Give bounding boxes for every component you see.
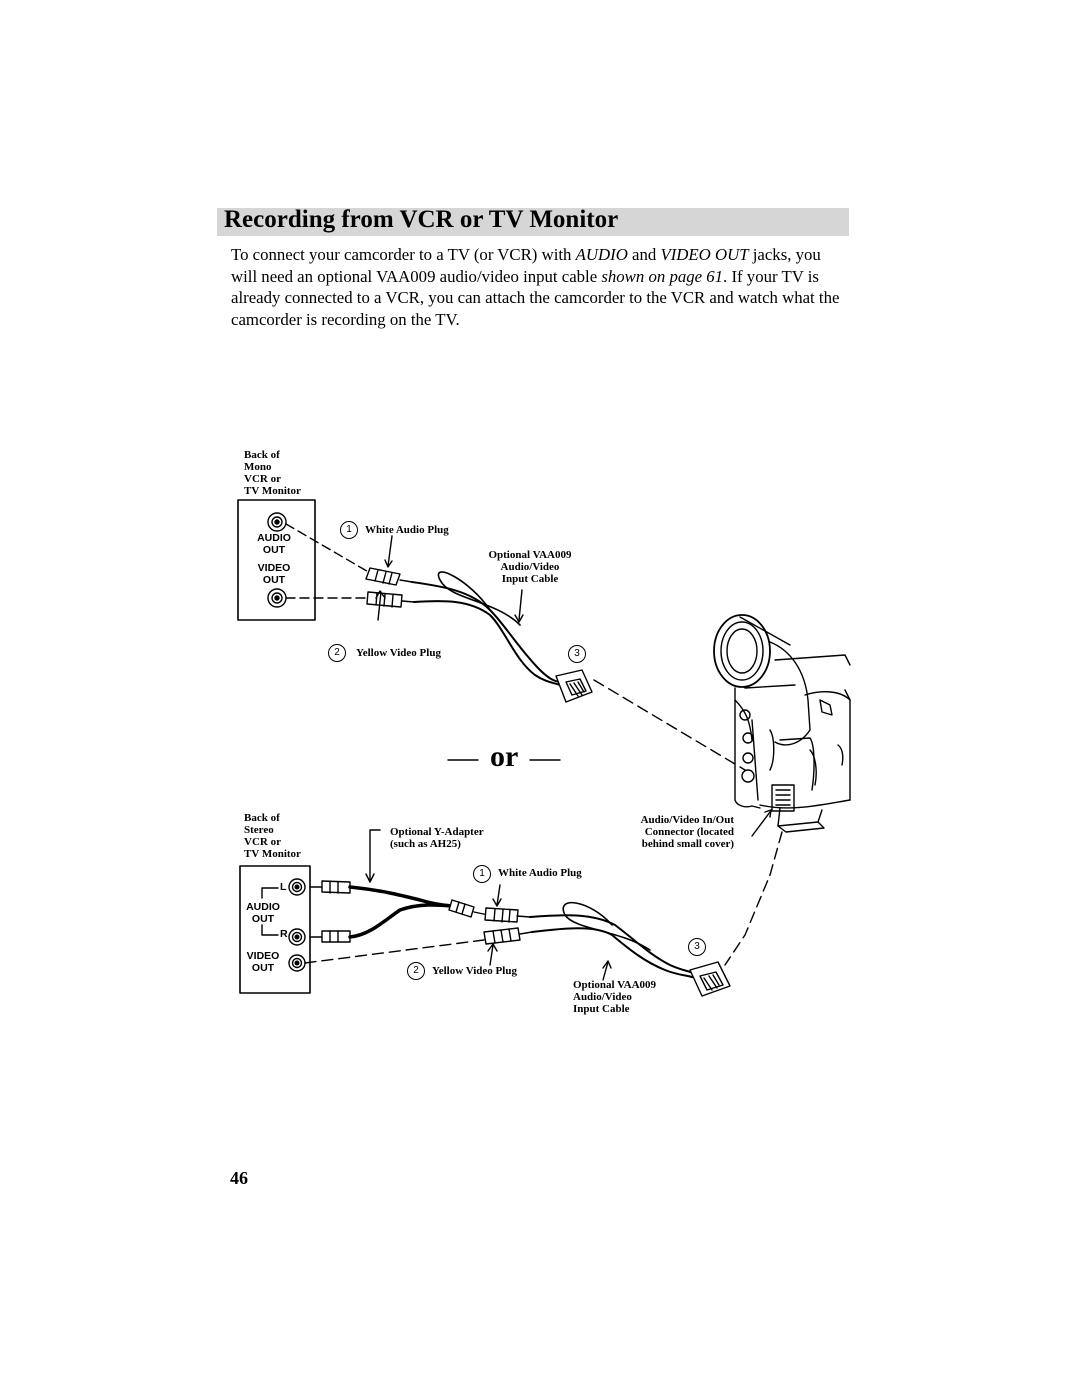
intro-video-out: VIDEO OUT [660,245,749,264]
intro-shown-on-page: shown on page 61 [601,266,724,286]
or-separator: or [490,740,519,773]
stereo-connector [689,961,731,997]
stereo-video-jack [288,954,306,972]
mono-white-plug [365,567,413,586]
intro-text-2: and [627,245,661,264]
stereo-white-plug-label: White Audio Plug [498,867,582,879]
mono-panel [237,499,316,621]
stereo-panel [239,865,311,994]
mono-audio-jack [267,512,287,532]
mono-white-plug-number: 1 [340,521,358,539]
stereo-white-plug-number: 1 [473,865,491,883]
page-title: Recording from VCR or TV Monitor [224,206,619,233]
title-bar [217,208,849,236]
stereo-l-label: L [280,881,287,893]
y-adapter [309,880,489,943]
stereo-r-label: R [280,928,288,940]
intro-text-1: To connect your camcorder to a TV (or VC… [231,245,576,264]
intro-text-4: . If your TV is already connected to a V… [231,266,840,329]
mono-connector-number: 3 [568,645,586,663]
camcorder-illustration [713,614,851,833]
mono-video-jack [267,588,287,608]
intro-audio: AUDIO [575,245,628,264]
intro-paragraph: To connect your camcorder to a TV (or VC… [231,244,851,330]
page-number: 46 [230,1168,248,1188]
stereo-yellow-plug-label: Yellow Video Plug [432,965,517,977]
stereo-yellow-plug-number: 2 [407,962,425,980]
mono-white-plug-label: White Audio Plug [365,524,449,536]
mono-connector [555,669,593,703]
mono-yellow-plug-number: 2 [328,644,346,662]
y-adapter-label: Optional Y-Adapter(such as AH25) [390,826,484,850]
stereo-connector-number: 3 [688,938,706,956]
stereo-l-jack [288,878,306,896]
intro-text-3: jacks, you will need an optional VAA009 … [231,245,821,286]
stereo-yellow-plug [483,927,533,945]
mono-yellow-plug [366,591,415,608]
stereo-r-jack [288,928,306,946]
mono-yellow-plug-label: Yellow Video Plug [356,647,441,659]
stereo-white-plug [484,907,531,923]
